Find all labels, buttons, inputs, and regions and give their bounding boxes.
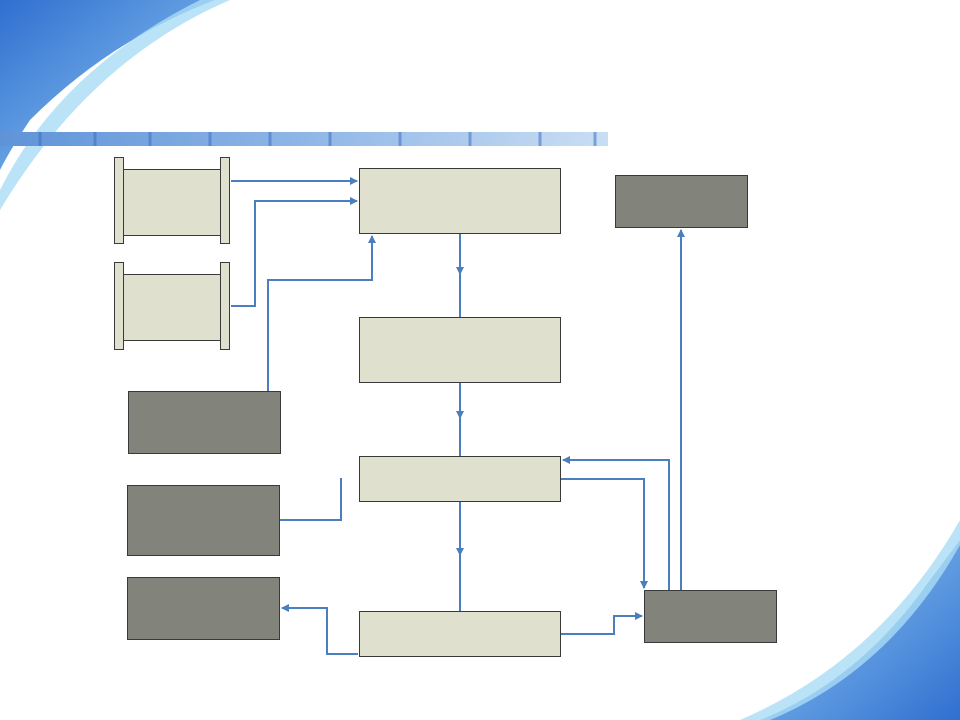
scroll-cap-right	[220, 262, 230, 350]
box-bottom-right	[644, 590, 777, 643]
connector-left2-to-center3	[280, 478, 342, 521]
scroll-cap-left	[114, 262, 124, 350]
box-left-2	[127, 485, 280, 556]
box-bottom-center	[359, 611, 561, 657]
header-stripe	[0, 132, 608, 146]
box-left-3	[127, 577, 280, 640]
connector-doc2-to-top-center	[231, 197, 358, 307]
box-mid-center	[359, 317, 561, 383]
box-left-1	[128, 391, 281, 454]
box-center-3	[359, 456, 561, 502]
box-top-right	[615, 175, 748, 228]
connector-bottom-to-left3	[281, 604, 358, 655]
scroll-cap-left	[114, 157, 124, 244]
scroll-body	[124, 274, 220, 341]
connector-left1-to-top-center	[267, 235, 376, 391]
corner-decoration-top-left	[0, 0, 215, 170]
connector-bottom-to-bottom-right	[561, 612, 643, 635]
box-top-center	[359, 168, 561, 234]
corner-decoration-bottom-right	[760, 540, 960, 720]
scroll-body	[124, 169, 220, 236]
connector-bottom-right-to-center3	[562, 456, 670, 590]
scroll-cap-right	[220, 157, 230, 244]
connector-center3-to-bottom-right	[561, 478, 648, 589]
